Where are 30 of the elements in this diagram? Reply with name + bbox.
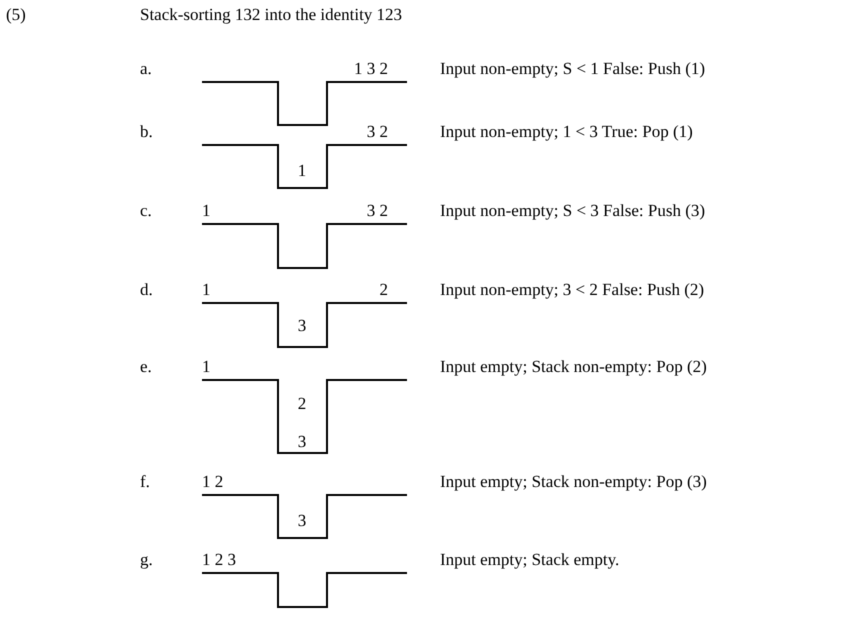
output-sequence: 1 2 3	[202, 550, 236, 570]
stack-item: 3	[298, 432, 306, 452]
example-number: (5)	[6, 5, 26, 25]
stack-item: 2	[298, 394, 306, 414]
output-sequence: 1 2	[202, 472, 224, 492]
stack-item: 3	[298, 316, 306, 336]
step-description: Input non-empty; 1 < 3 True: Pop (1)	[440, 122, 693, 142]
title: Stack-sorting 132 into the identity 123	[140, 5, 402, 25]
step-description: Input non-empty; 3 < 2 False: Push (2)	[440, 280, 704, 300]
input-sequence: 2	[380, 280, 388, 300]
input-sequence: 3 2	[366, 122, 388, 142]
stack-item: 1	[298, 161, 306, 181]
step-description: Input empty; Stack empty.	[440, 550, 620, 570]
step-description: Input empty; Stack non-empty: Pop (2)	[440, 357, 707, 377]
step-letter: e.	[140, 357, 152, 377]
step-letter: a.	[140, 59, 152, 79]
input-sequence: 3 2	[366, 201, 388, 221]
step-letter: c.	[140, 201, 152, 221]
step-letter: f.	[140, 472, 150, 492]
step-letter: g.	[140, 550, 153, 570]
step-description: Input non-empty; S < 3 False: Push (3)	[440, 201, 706, 221]
step-description: Input empty; Stack non-empty: Pop (3)	[440, 472, 707, 492]
stack-item: 3	[298, 511, 306, 531]
step-letter: d.	[140, 280, 153, 300]
output-sequence: 1	[202, 357, 210, 377]
input-sequence: 1 3 2	[354, 59, 388, 79]
step-description: Input non-empty; S < 1 False: Push (1)	[440, 59, 706, 79]
step-letter: b.	[140, 122, 153, 142]
output-sequence: 1	[202, 280, 210, 300]
output-sequence: 1	[202, 201, 210, 221]
